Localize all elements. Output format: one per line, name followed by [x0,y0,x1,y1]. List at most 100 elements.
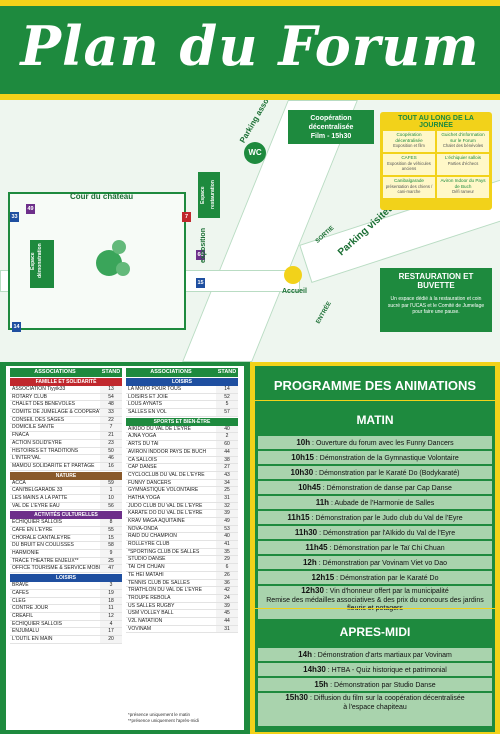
event-text: : Démonstration d'arts martiaux par Vovi… [311,652,452,659]
assoc-stand: 19 [100,589,122,597]
event-text: : Démonstration par l'Aïkido du Val de l… [317,530,456,537]
event-text: : Démonstration de danse par Cap Danse [320,485,452,492]
assoc-stand: 44 [216,617,238,625]
assoc-name: VOVINAM [128,625,152,632]
event-time: 11h [315,498,330,507]
tree-icon [112,240,126,254]
matin-label: MATIN [255,410,495,430]
assoc-name: VAL DE L'EYRE EAU [12,502,60,509]
event-text: : Démonstration par le Karaté Do (Bodyka… [313,470,460,477]
assoc-name: CRÉAFIL [12,612,34,619]
header-banner: Plan du Forum [0,0,500,100]
event-text: : Démonstration par le Taï Chi Chuan [327,545,445,552]
assoc-stand: 54 [100,393,122,401]
assoc-stand: 25 [216,487,238,494]
event-row: 14h30 : HTBA - Quiz historique et patrim… [258,663,492,676]
event-row: 12h15 : Démonstration par le Karaté Do [258,571,492,584]
event-time: 15h30 [285,693,308,702]
event-time: 14h [298,650,312,659]
exposition-label: exposition [200,228,207,264]
coop-box: Coopération décentralisée Film - 15h30 [288,110,374,144]
assoc-name: US SALLES RUGBY [128,602,175,609]
event-time: 11h15 [287,513,310,522]
header-name: ASSOCIATIONS [34,369,76,375]
assoc-name: HATHA YOGA [128,494,161,501]
assoc-stand: 5 [216,401,238,409]
event-row: 11h45 : Démonstration par le Taï Chi Chu… [258,541,492,554]
assoc-stand: 47 [100,565,122,573]
assoc-name: CLEG [12,597,26,604]
assoc-stand: 40 [216,425,238,433]
event-time: 10h15 [291,453,314,462]
journee-cell-title: Canibalgarade [394,178,424,183]
event-time: 11h45 [305,543,328,552]
assoc-stand: 13 [100,386,122,393]
notes: *présence uniquement le matin**présence … [128,712,199,724]
coop-sub: Film - 15h30 [310,133,352,140]
assoc-stand: 16 [100,462,122,470]
event-text: : HTBA - Quiz historique et patrimonial [325,667,447,674]
journee-cell-title: Aviron Indoor du Pays de Buch [440,178,486,189]
assoc-name: LOISIRS ET JOIE [128,393,168,400]
assoc-stand: 50 [100,447,122,455]
journee-title: TOUT AU LONG DE LA JOURNÉE [398,115,474,129]
assoc-stand: 43 [216,471,238,479]
assoc-stand: 11 [100,605,122,612]
assoc-name: USM VOLLEY BALL [128,610,174,617]
event-time: 10h30 [290,468,314,477]
assoc-name: CANI'BELGARADE 33 [12,487,63,494]
event-text: : Démonstration par Vovinam Viet vo Dao [316,560,447,567]
event-row: 12h30 : Vin d'honneur offert par la muni… [258,586,492,619]
journee-cell-title: Coopération décentralisée [395,132,423,143]
assoc-name: CA SALLOIS [128,456,157,463]
event-row: 11h30 : Démonstration par l'Aïkido du Va… [258,526,492,539]
assoc-name: CHALET DES BÉNÉVOLES [12,401,75,408]
event-text: : Aubade de l'Harmonie de Salles [329,500,435,507]
restauration-box: RESTAURATION ET BUVETTE Un espace dédié … [380,268,492,332]
booth-33: 33 [10,212,19,222]
assoc-name: COMITÉ DE JUMELAGE & COOPÉRATION INTERNA… [12,409,100,416]
wc-icon: WC [244,142,266,164]
booth-60: 60 [196,250,205,260]
assoc-name: AÏKIDO DU VAL DE L'EYRE [128,425,191,432]
assoc-stand: 33 [100,409,122,416]
event-text: : Vin d'honneur offert par la municipali… [323,588,449,595]
assoc-stand: 7 [100,424,122,432]
assoc-name: ÉCHIQUIER SALLOIS [12,519,63,526]
event-time: 12h15 [311,573,335,582]
assoc-name: TE HEI MATAHI [128,571,164,578]
top-band [0,0,500,6]
assoc-stand: 56 [100,502,122,510]
assoc-stand: 23 [100,439,122,447]
assoc-name: TROUPE REBOLA [128,594,171,601]
accueil-icon [284,266,302,284]
event-row: 12h : Démonstration par Vovinam Viet vo … [258,556,492,569]
journee-cell-sub: Chalet des bénévoles [442,143,484,149]
event-row: 10h15 : Démonstration de la Gymnastique … [258,451,492,464]
assoc-name: AVIRON INDOOR PAYS DE BUCH [128,448,207,455]
event-time: 15h [314,680,329,689]
